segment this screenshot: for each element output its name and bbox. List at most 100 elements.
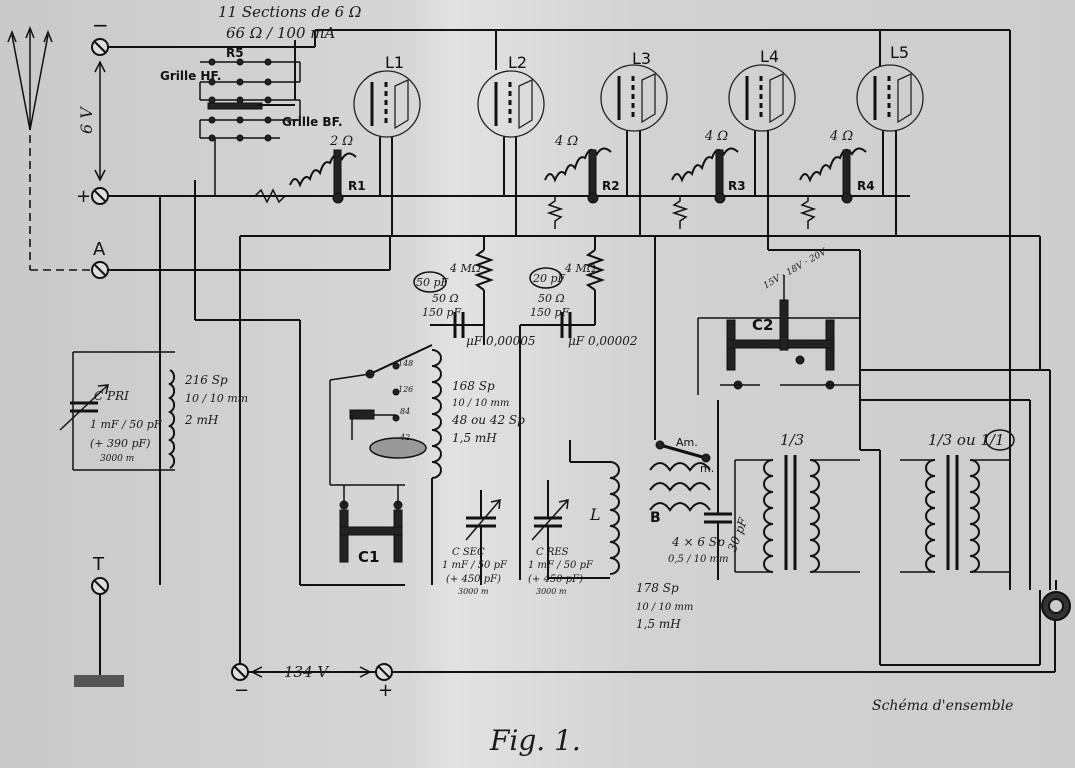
antenna-symbol: [7, 25, 92, 271]
label-transformer-1: 1/3: [780, 431, 804, 449]
circled-50pf: [413, 271, 447, 293]
label-b-value-1: 4 × 6 Sp: [671, 535, 725, 549]
label-r4: R4: [857, 179, 875, 193]
label-coil2-4: 1,5 mH: [452, 431, 497, 445]
label-leak1-d: 150 pF: [422, 306, 462, 319]
grid-leak-1: [430, 236, 494, 345]
label-r5: R5: [226, 46, 244, 60]
transformer-2: [900, 455, 1010, 573]
label-tap-126: 126: [398, 385, 413, 394]
label-terminal-plus: +: [76, 186, 91, 207]
r5-switch-bank: [199, 40, 301, 196]
label-grille-hf: Grille HF.: [160, 69, 221, 83]
label-coil2-2: 10 / 10 mm: [452, 398, 509, 409]
label-leak2-a: 20 pF: [532, 272, 566, 285]
coupler-b: [649, 236, 711, 512]
label-csec-3: (+ 450 pF): [446, 574, 501, 585]
label-coil3-1: 178 Sp: [636, 581, 679, 595]
label-csec-1: C SEC: [452, 547, 485, 558]
label-leak1-c: 50 Ω: [432, 292, 459, 305]
rheostat-r4: [799, 147, 867, 229]
label-coil3-3: 1,5 mH: [636, 617, 681, 631]
supply-wiring: [108, 29, 1056, 673]
label-hv-plus: +: [378, 680, 393, 701]
label-cres-2: 1 mF / 50 pF: [528, 560, 594, 571]
switch-c2: [697, 249, 861, 450]
label-coil1-2: 10 / 10 mm: [185, 392, 248, 405]
terminal-earth: [74, 577, 124, 687]
switch-c1: [330, 484, 405, 563]
label-c1: C1: [358, 548, 379, 566]
grid-leak-2: [519, 236, 605, 580]
label-cpri-2: 1 mF / 50 pF: [90, 418, 162, 431]
label-six-volt: 6 V: [77, 106, 96, 134]
tube-l4: [728, 64, 796, 250]
terminal-hv-plus: [375, 663, 393, 681]
label-m: m.: [700, 462, 714, 475]
terminal-hv-minus: [231, 663, 249, 681]
label-grille-bf: Grille BF.: [282, 115, 343, 129]
transformer-1: [734, 455, 860, 573]
var-cap-csec: [465, 490, 501, 585]
secondary-tapped-coil: [329, 344, 442, 585]
label-tap-148: 148: [398, 359, 413, 368]
label-am: Am.: [676, 436, 698, 449]
label-r4-value: 4 Ω: [829, 129, 853, 144]
label-c2-taps: 15V · 18V · 20V: [762, 246, 830, 291]
label-hv: 134 V: [284, 663, 330, 681]
headphone-jack: [1041, 580, 1071, 621]
var-cap-cres: [531, 480, 569, 580]
label-csec-4: 3000 m: [458, 587, 489, 596]
label-r2: R2: [602, 179, 620, 193]
top-note-2: 66 Ω / 100 mA: [226, 24, 336, 42]
label-cpri-1: C PRI: [94, 389, 129, 403]
label-leak2-b: 4 MΩ: [564, 262, 596, 275]
label-l2: L2: [508, 53, 527, 72]
label-r3: R3: [728, 179, 746, 193]
label-transformer-2: 1/3 ou 1/1: [928, 431, 1005, 449]
rheostat-r2: [544, 147, 612, 229]
label-coil1-3: 2 mH: [184, 413, 219, 427]
label-terminal-t: T: [92, 554, 105, 575]
rheostat-r3: [671, 147, 739, 229]
label-coil2-1: 168 Sp: [452, 379, 495, 393]
label-r1-value: 2 Ω: [329, 134, 353, 149]
label-csec-2: 1 mF / 50 pF: [442, 560, 508, 571]
primary-circuit-box: [59, 351, 176, 471]
label-cap1: μF 0,00005: [466, 334, 536, 348]
label-l1: L1: [385, 53, 404, 72]
label-r1: R1: [348, 179, 366, 193]
fixed-cap-30pf: [704, 400, 732, 580]
label-coil2-3: 48 ou 42 Sp: [451, 413, 525, 427]
top-note-1: 11 Sections de 6 Ω: [218, 3, 361, 21]
label-c2: C2: [752, 316, 773, 334]
label-l3: L3: [632, 49, 651, 68]
label-coil-l: L: [589, 505, 601, 524]
label-r3-value: 4 Ω: [704, 129, 728, 144]
reaction-coil-l: [548, 440, 620, 579]
circled-20pf: [529, 267, 563, 289]
rheostat-r1: [254, 149, 357, 204]
label-cres-4: 3000 m: [536, 587, 567, 596]
label-cap2: μF 0,00002: [568, 334, 638, 348]
label-cres-3: (+ 450 pF): [528, 574, 583, 585]
label-tap-84: 84: [400, 407, 410, 416]
label-cres-1: C RES: [536, 547, 569, 558]
label-coil3-2: 10 / 10 mm: [636, 602, 693, 613]
label-terminal-a: A: [93, 239, 106, 260]
label-cpri-3: (+ 390 pF): [90, 437, 150, 450]
caption-schema: Schéma d'ensemble: [872, 698, 1013, 714]
label-r2-value: 4 Ω: [554, 134, 578, 149]
label-l5: L5: [890, 43, 909, 62]
label-hv-minus: −: [234, 680, 249, 701]
label-leak2-c: 50 Ω: [538, 292, 565, 305]
circled-1-1: [985, 429, 1015, 451]
label-b-value-2: 0,5 / 10 mm: [668, 554, 729, 565]
label-cpri-4: 3000 m: [100, 454, 134, 464]
tube-l2: [477, 30, 545, 236]
terminal-aerial: [91, 261, 109, 279]
tube-l1: [353, 70, 421, 236]
label-coil1-1: 216 Sp: [184, 373, 228, 387]
figure-label: Fig. 1.: [489, 724, 581, 757]
